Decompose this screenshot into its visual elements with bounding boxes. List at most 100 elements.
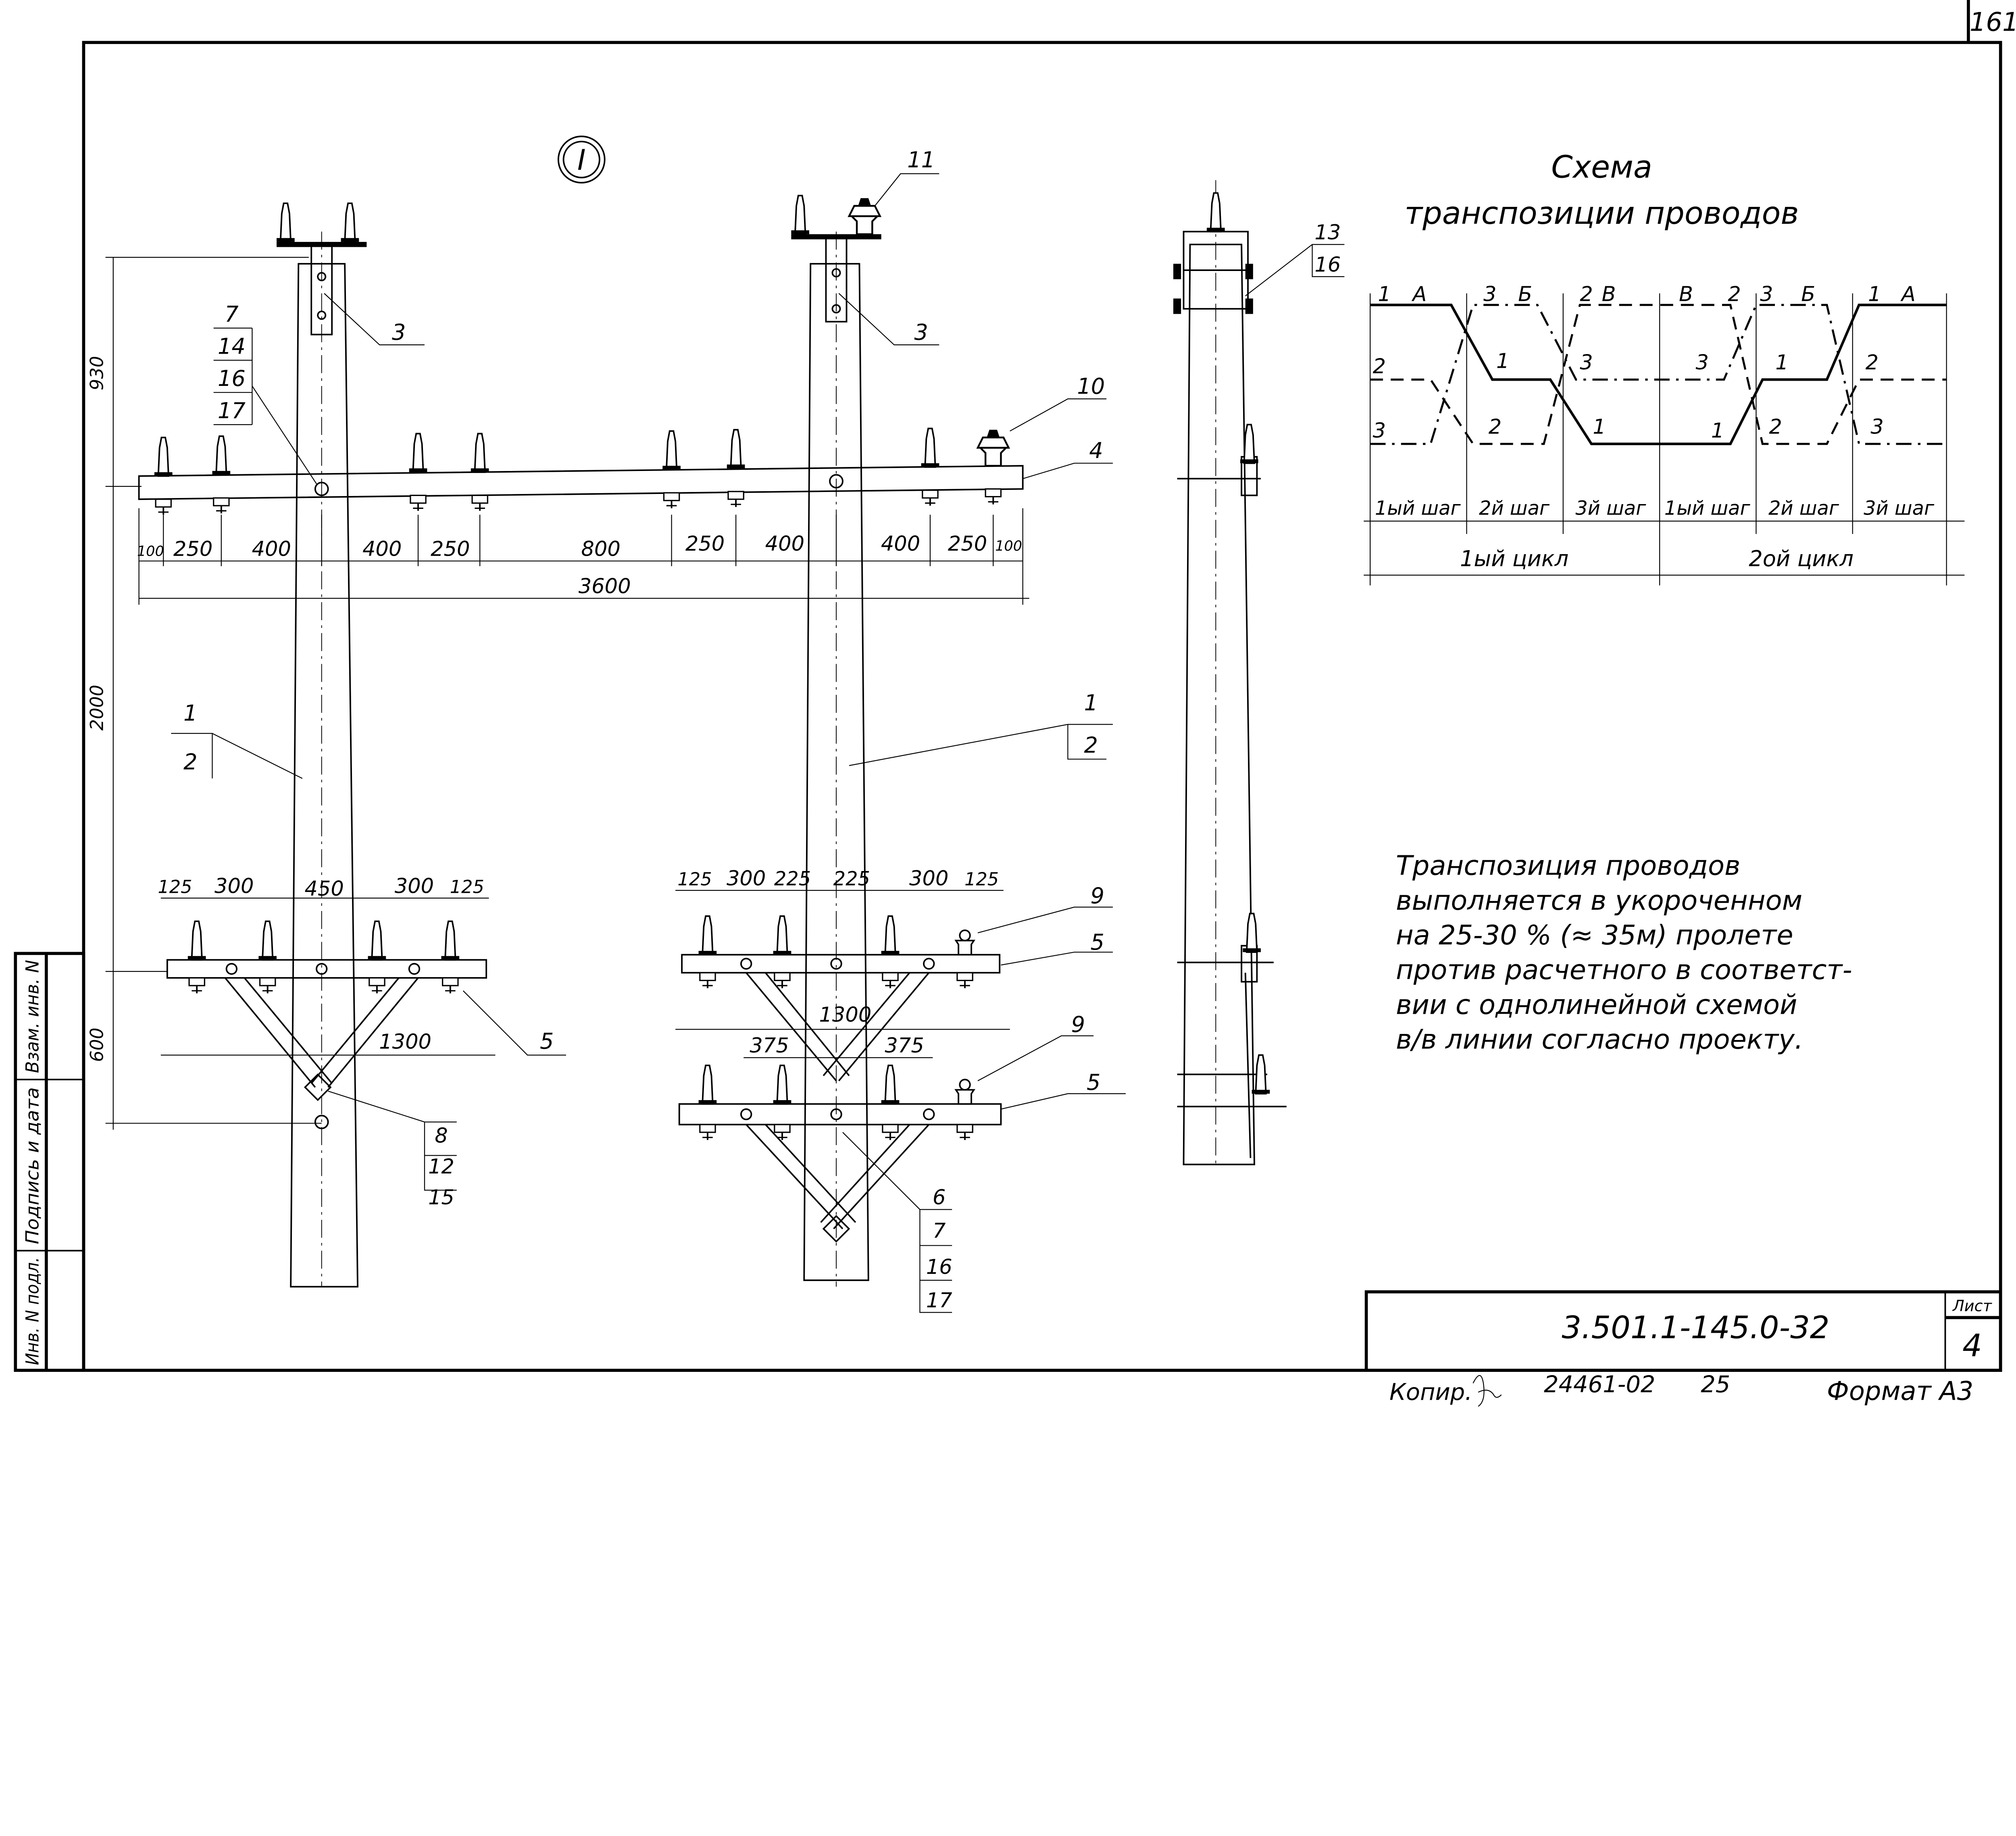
callout-16-middle: 16	[926, 1255, 952, 1279]
middle-crossarm-1: 125 300 225 225 300 125 1300 375 375	[675, 867, 1010, 1082]
callout-5-left: 5	[540, 1028, 554, 1054]
label-A-2: А	[1900, 283, 1916, 306]
drawing-sheet: 161 Инв. N подл. Подпись и дата Взам. ин…	[14, 0, 2016, 1407]
dim-mid-arm-3: 225	[833, 868, 870, 890]
document-code: 3.501.1-145.0-32	[1562, 1310, 1829, 1346]
copyist-signature	[1472, 1375, 1502, 1407]
callout-5-arm1: 5	[1090, 929, 1104, 955]
step-5: 2й шаг	[1768, 497, 1839, 519]
left-callouts: 7 14 16 17 3 1 2 8 12 15 5	[171, 293, 566, 1210]
title-block: 3.501.1-145.0-32 Лист 4	[1364, 1290, 2002, 1372]
label-2: 2	[1580, 283, 1593, 306]
sheet-number: 4	[1962, 1328, 1982, 1364]
dim-crossarm-4: 250	[431, 537, 470, 561]
callout-7-middle: 7	[933, 1219, 946, 1243]
dim-crossarm-2: 400	[252, 537, 291, 561]
label-B: Б	[1518, 283, 1532, 306]
copy-label: Копир.	[1389, 1379, 1472, 1406]
dim-crossarm-7: 400	[765, 532, 804, 556]
wire-1	[1370, 304, 1947, 446]
dim-mid-arm-2: 225	[774, 868, 811, 890]
callout-3-left: 3	[392, 319, 406, 345]
stamp-replaced-inv: Взам. инв. N	[22, 960, 43, 1073]
svg-text:I: I	[577, 144, 586, 177]
callout-14: 14	[218, 333, 246, 359]
view-marker: I	[557, 135, 606, 184]
step-2: 2й шаг	[1479, 497, 1550, 519]
dim-brace-left: 375	[750, 1034, 789, 1058]
order-number: 24461-02	[1544, 1371, 1655, 1398]
callout-6: 6	[933, 1186, 946, 1210]
middle-crossarm-2	[678, 1065, 1002, 1243]
side-stamp: Инв. N подл. Подпись и дата Взам. инв. N	[14, 952, 85, 1372]
callout-4: 4	[1089, 438, 1103, 463]
dim-600: 600	[86, 1027, 107, 1062]
callout-5-arm2: 5	[1087, 1070, 1101, 1095]
stamp-signature-date: Подпись и дата	[22, 1087, 43, 1244]
note-line-5: вии с однолинейной схемой	[1396, 989, 1797, 1020]
dim-930: 930	[86, 356, 107, 390]
dim-crossarm-9: 250	[948, 532, 987, 556]
inner-label-4: 3	[1695, 351, 1708, 375]
callout-8: 8	[435, 1124, 448, 1148]
callout-17: 17	[218, 398, 246, 423]
suspension-insulator-icon	[978, 430, 1009, 466]
cycle-1: 1ый цикл	[1460, 546, 1568, 571]
callout-16: 16	[218, 366, 246, 391]
dim-left-arm-total: 1300	[379, 1030, 431, 1054]
inner-label-6: 1	[1775, 351, 1788, 375]
scheme-title-2: транспозиции проводов	[1405, 196, 1799, 231]
dim-mid-arm-1: 300	[727, 867, 766, 890]
callout-15: 15	[428, 1186, 454, 1210]
inner-label-3: 1	[1593, 415, 1606, 439]
inner-label-9: 3	[1870, 415, 1883, 439]
dim-left-arm-2: 450	[304, 877, 344, 901]
dim-2000: 2000	[86, 685, 107, 731]
note-line-4: против расчетного в соответст-	[1396, 954, 1852, 986]
step-6: 3й шаг	[1864, 497, 1935, 519]
dim-mid-arm-total: 1300	[819, 1003, 871, 1027]
inner-label-2: 3	[1580, 351, 1593, 375]
inner-label-8: 2	[1866, 351, 1879, 375]
inner-label-7: 2	[1769, 415, 1782, 439]
left-lower-crossarm: 125 300 450 300 125 1300	[158, 874, 496, 1101]
sheet-corner-number: 161	[1970, 8, 2016, 38]
callout-1-left: 1	[183, 700, 198, 726]
callout-10: 10	[1077, 373, 1105, 399]
label-V: В	[1602, 283, 1616, 306]
dim-mid-arm-5: 125	[964, 869, 999, 890]
callout-16-side: 16	[1314, 253, 1341, 277]
label-1-b: 1	[1868, 283, 1881, 306]
footer: Копир. 24461-02 25 Формат А3	[1389, 1371, 1973, 1407]
inner-label-5: 1	[1711, 419, 1724, 443]
note-line-6: в/в линии согласно проекту.	[1396, 1023, 1803, 1055]
label-B-2: Б	[1801, 283, 1815, 306]
callout-2-middle: 2	[1084, 733, 1098, 758]
note-line-1: Транспозиция проводов	[1396, 850, 1740, 882]
wire-3	[1370, 304, 1947, 445]
side-view-pole: 13 16	[1173, 180, 1345, 1165]
format-label: Формат А3	[1827, 1377, 1973, 1407]
callout-17-middle: 17	[926, 1289, 952, 1313]
dim-left-arm-3: 300	[395, 874, 434, 898]
step-4: 1ый шаг	[1664, 497, 1751, 519]
label-2-b: 2	[1728, 283, 1741, 306]
inner-label-0: 1	[1496, 350, 1509, 373]
dim-crossarm-total: 3600	[579, 575, 631, 598]
dim-brace-right: 375	[885, 1034, 924, 1058]
note-line-2: выполняется в укороченном	[1396, 885, 1802, 916]
note-text: Транспозиция проводов выполняется в укор…	[1396, 850, 1852, 1055]
dim-crossarm-8: 400	[881, 532, 920, 556]
callout-7: 7	[225, 302, 239, 327]
dim-crossarm-0: 100	[137, 543, 164, 559]
callout-3-middle: 3	[914, 319, 928, 345]
transposition-scheme: Схема транспозиции проводов 1 А 3 Б 2 В …	[1364, 149, 1965, 586]
dim-left-arm-1: 300	[215, 874, 254, 898]
callout-9-arm2: 9	[1071, 1012, 1085, 1037]
middle-callouts: 11 3 10 4 1 2 9 5 9 5 6 7 16 17	[838, 147, 1126, 1313]
dim-crossarm-1: 250	[173, 537, 212, 561]
step-1: 1ый шаг	[1375, 497, 1461, 519]
callout-1-middle: 1	[1084, 690, 1098, 715]
cycle-2: 2ой цикл	[1749, 546, 1854, 571]
left-pole	[276, 202, 367, 1288]
